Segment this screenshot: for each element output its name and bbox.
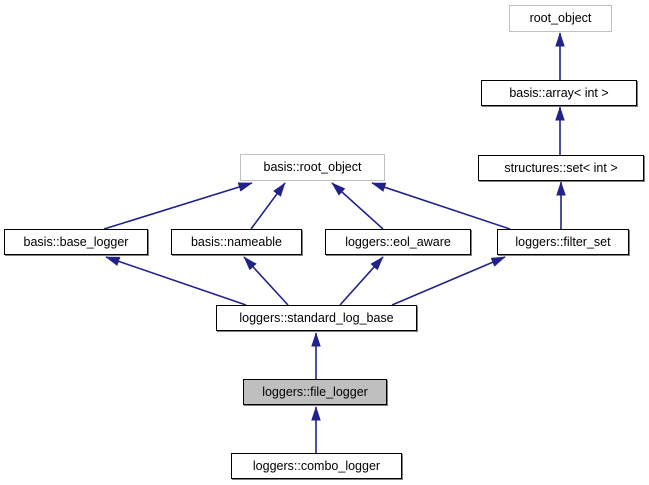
class-node-structures_set_int[interactable]: structures::set< int > — [478, 155, 644, 181]
inheritance-arrow-standard_log_base-to-basis_nameable — [243, 256, 289, 306]
inheritance-arrow-loggers_filter_set-to-basis_root_object — [371, 182, 511, 230]
inheritance-arrow-standard_log_base-to-loggers_eol_aware — [339, 256, 384, 306]
class-node-label: basis::array< int > — [509, 85, 609, 100]
inheritance-arrow-basis_nameable-to-basis_root_object — [250, 182, 286, 230]
class-node-label: loggers::filter_set — [515, 234, 611, 249]
class-node-standard_log_base[interactable]: loggers::standard_log_base — [216, 305, 417, 331]
class-node-label: basis::root_object — [263, 160, 362, 175]
class-node-label: loggers::file_logger — [262, 384, 368, 399]
inheritance-arrow-standard_log_base-to-loggers_filter_set — [391, 256, 506, 306]
class-node-label: loggers::eol_aware — [345, 234, 451, 249]
class-node-label: structures::set< int > — [504, 160, 618, 175]
class-node-label: basis::nameable — [190, 234, 283, 249]
class-node-label: loggers::combo_logger — [252, 458, 381, 473]
class-node-file_logger[interactable]: loggers::file_logger — [243, 379, 387, 405]
edge-group — [103, 32, 566, 453]
class-node-label: root_object — [529, 11, 592, 26]
inheritance-arrow-loggers_eol_aware-to-basis_root_object — [331, 182, 384, 230]
inheritance-arrow-basis_base_logger-to-basis_root_object — [103, 182, 253, 230]
class-node-basis_base_logger[interactable]: basis::base_logger — [4, 229, 148, 255]
class-node-root_object: root_object — [509, 5, 612, 32]
class-node-combo_logger[interactable]: loggers::combo_logger — [231, 453, 402, 479]
class-node-label: basis::base_logger — [23, 234, 129, 249]
class-node-basis_root_object: basis::root_object — [240, 154, 385, 181]
class-node-basis_nameable[interactable]: basis::nameable — [171, 229, 302, 255]
class-node-loggers_filter_set[interactable]: loggers::filter_set — [497, 229, 629, 255]
class-node-loggers_eol_aware[interactable]: loggers::eol_aware — [325, 229, 471, 255]
inheritance-arrow-standard_log_base-to-basis_base_logger — [105, 256, 247, 306]
class-node-basis_array_int[interactable]: basis::array< int > — [481, 80, 637, 106]
class-node-label: loggers::standard_log_base — [239, 310, 394, 325]
